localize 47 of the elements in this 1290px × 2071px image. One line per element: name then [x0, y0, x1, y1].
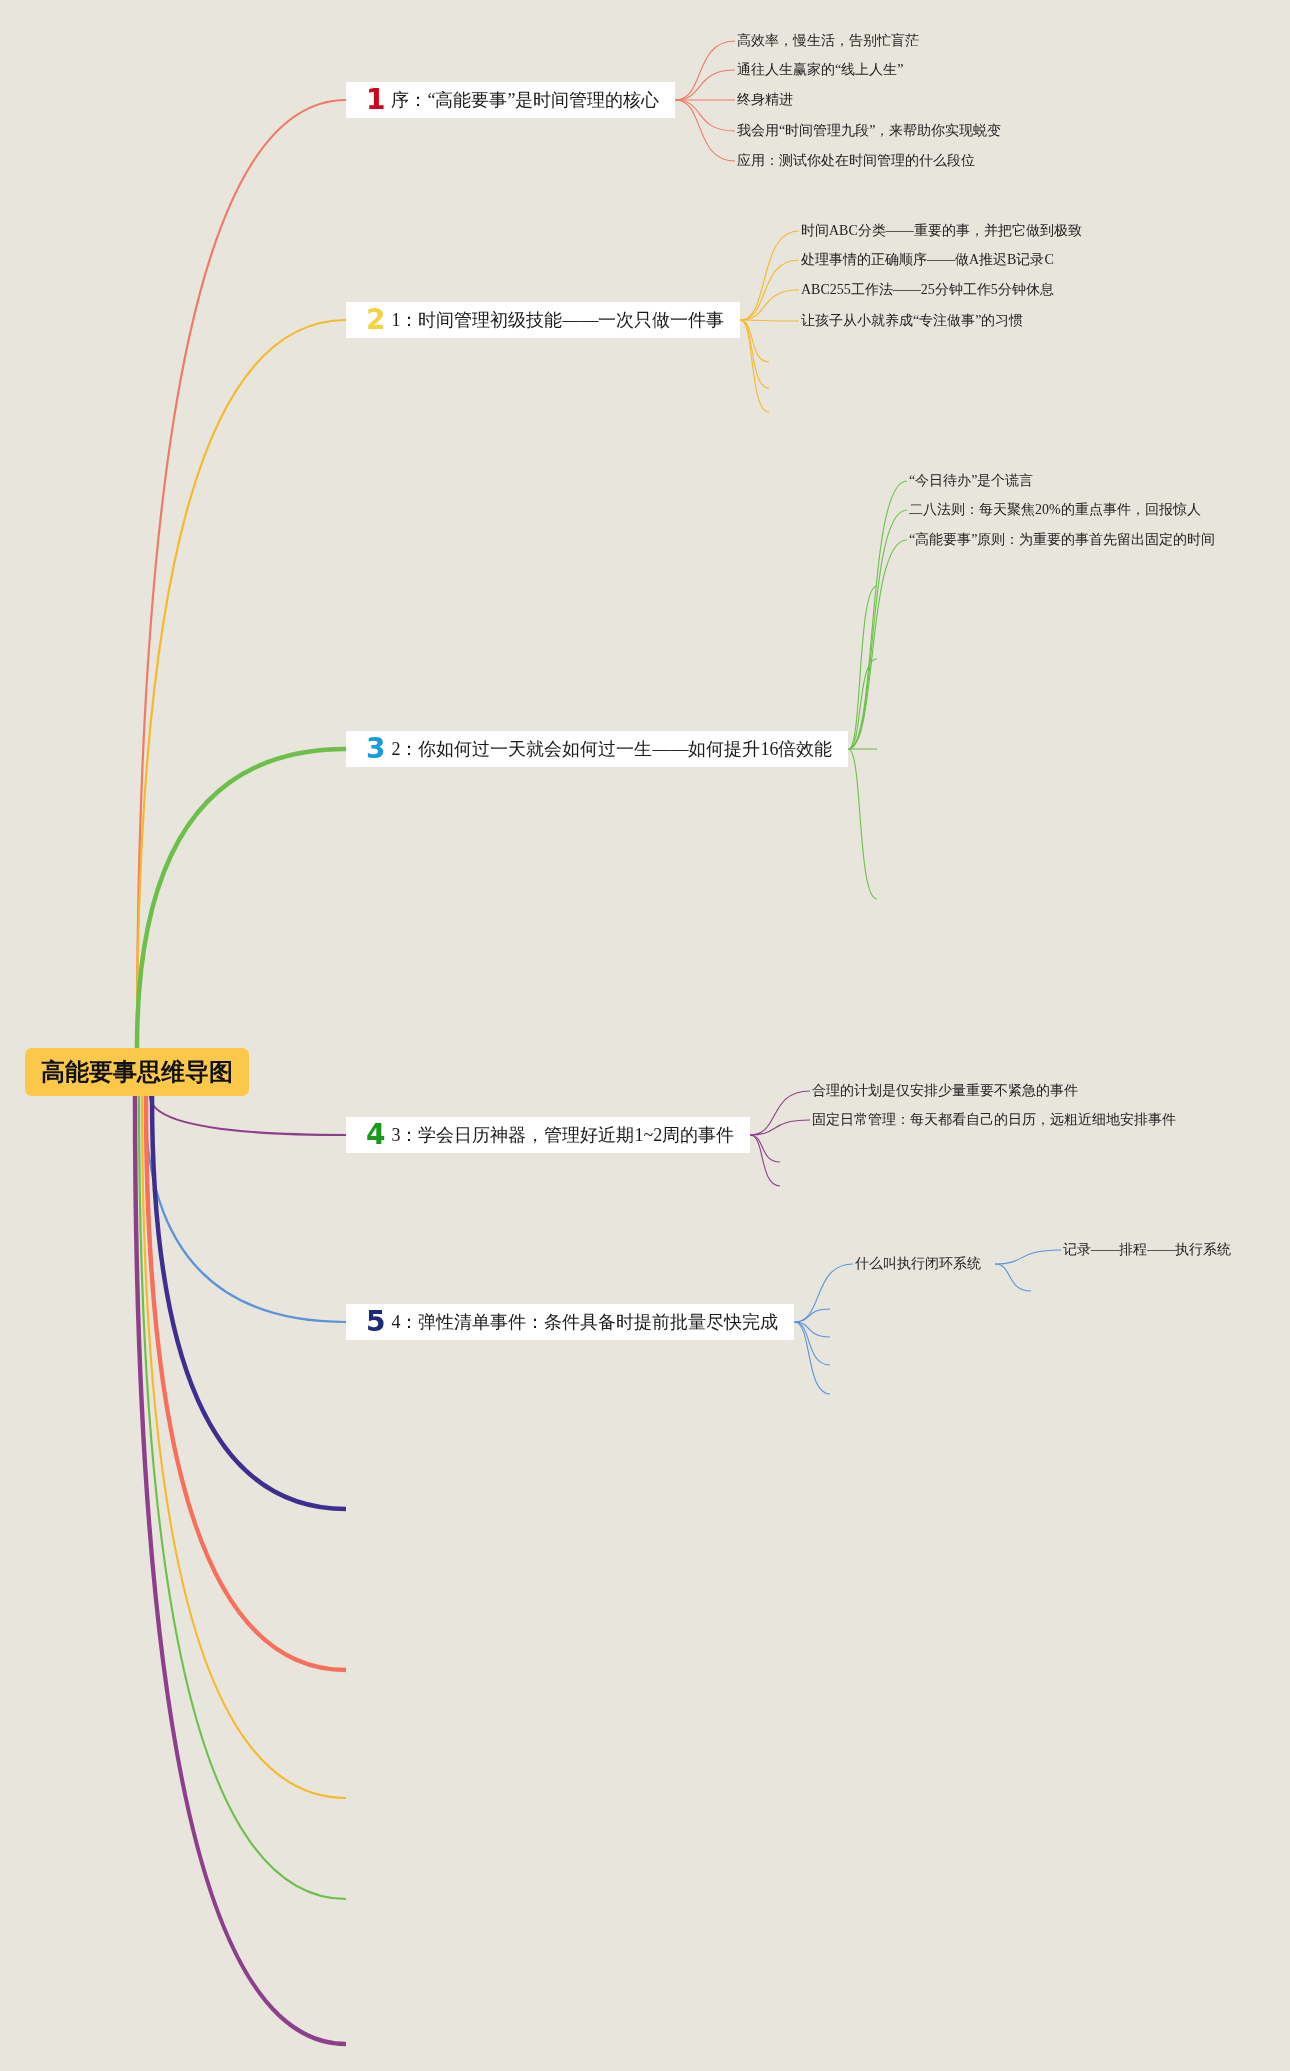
subtopic-text: 通往人生赢家的“线上人生”: [735, 61, 918, 79]
topic-number: 1: [366, 86, 386, 114]
branch-line: [793, 1308, 831, 1323]
subtopic-text: 什么叫执行闭环系统: [853, 1255, 995, 1273]
branch-topic-box: [346, 82, 676, 118]
branch-line: [148, 1095, 346, 1137]
topic-number: 2: [366, 306, 386, 334]
subtopic-text: 二八法则：每天聚焦20%的重点事件，回报惊人: [907, 501, 1215, 519]
topic-text: 2：你如何过一天就会如何过一生——如何提升16倍效能: [391, 738, 833, 761]
subtopic-text: ABC255工作法——25分钟工作5分钟休息: [799, 281, 1068, 299]
branch-line: [674, 99, 736, 162]
branch-line: [739, 319, 770, 413]
branch-line: [994, 1249, 1062, 1265]
branch-line: [847, 748, 878, 750]
branch-topic-box: [346, 731, 849, 767]
subtopic-text: 我会用“时间管理九段”，来帮助你实现蜕变: [735, 122, 1016, 140]
subtopic-text: 终身精进: [735, 91, 807, 109]
subtopic-text: 时间ABC分类——重要的事，并把它做到极致: [799, 222, 1096, 240]
subtopic-text: 固定日常管理：每天都看自己的日历，远粗近细地安排事件: [810, 1111, 1190, 1129]
topic-number: 3: [366, 735, 386, 763]
subtopic-text: “高能要事”原则：为重要的事首先留出固定的时间: [907, 531, 1230, 549]
subtopic-text: 高效率，慢生活，告别忙盲茫: [735, 32, 933, 50]
branch-topic-box: [346, 302, 741, 338]
subtopic-text: 应用：测试你处在时间管理的什么段位: [735, 152, 989, 170]
subtopic-text: 记录——排程——执行系统: [1061, 1241, 1245, 1259]
branch-line: [847, 748, 878, 900]
topic-number: 5: [366, 1308, 386, 1336]
subtopic-text: 合理的计划是仅安排少量重要不紧急的事件: [810, 1082, 1092, 1100]
topic-number: 4: [366, 1121, 386, 1149]
branch-line: [749, 1134, 781, 1187]
branch-line: [143, 1095, 347, 1673]
subtopic-text: 处理事情的正确顺序——做A推迟B记录C: [799, 251, 1068, 269]
root-topic-box: 高能要事思维导图: [25, 1048, 249, 1096]
topic-text: 序：“高能要事”是时间管理的核心: [391, 89, 660, 112]
topic-text: 4：弹性清单事件：条件具备时提前批量尽快完成: [391, 1311, 779, 1334]
subtopic-text: 让孩子从小就养成“专注做事”的习惯: [799, 312, 1038, 330]
topic-text: 1：时间管理初级技能——一次只做一件事: [391, 309, 725, 332]
branch-topic-box: [346, 1304, 795, 1340]
branch-line: [847, 658, 878, 750]
subtopic-text: “今日待办”是个谎言: [907, 472, 1048, 490]
branch-line: [149, 1095, 347, 1512]
branch-line: [994, 1263, 1032, 1292]
topic-text: 3：学会日历神器，管理好近期1~2周的事件: [391, 1124, 735, 1147]
branch-line: [132, 1095, 347, 2047]
branch-line: [134, 746, 347, 1049]
branch-line: [749, 1119, 811, 1136]
branch-topic-box: [346, 1117, 751, 1153]
